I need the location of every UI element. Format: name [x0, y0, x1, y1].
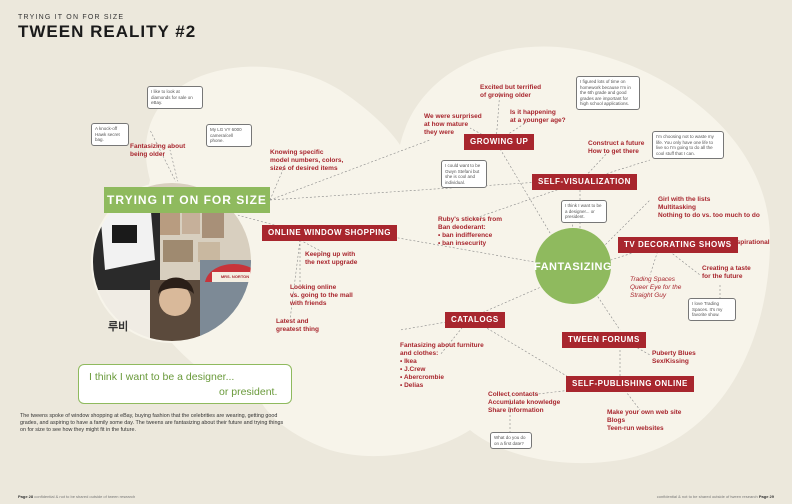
tag-tv-decorating-shows: TV DECORATING SHOWS	[618, 237, 738, 253]
tag-self-publishing-online: SELF-PUBLISHING ONLINE	[566, 376, 694, 392]
featured-quote-box: I think I want to be a designer... or pr…	[78, 364, 292, 404]
footer-left-text: confidential & not to be shared outside …	[34, 494, 136, 499]
tag-self-visualization: SELF-VISUALIZATION	[532, 174, 637, 190]
label-trading-spaces: Trading Spaces Queer Eye for the Straigh…	[630, 276, 682, 299]
label-collect: Collect contacts Accumulate knowledge Sh…	[488, 391, 561, 414]
label-creating-taste: Creating a taste for the future	[702, 265, 751, 280]
quote-bubble-gwyn: I could want to be Gwyn Stefani but she …	[441, 160, 487, 188]
footer-left-page: Page 28	[18, 494, 34, 499]
fantasizing-circle	[535, 228, 611, 304]
quote-bubble-first-date: What do you do on a first date?	[490, 432, 532, 449]
tag-catalogs: CATALOGS	[445, 312, 505, 328]
label-keeping-up: Keeping up with the next upgrade	[305, 251, 358, 266]
trying-it-on-node: TRYING IT ON FOR SIZE	[104, 187, 270, 213]
footer-right-text: confidential & not to be shared outside …	[656, 494, 758, 499]
hat-text: MRS. NORTON	[220, 274, 250, 279]
page-subtitle: TRYING IT ON FOR SIZE	[18, 14, 125, 21]
photo-sign-text: 루비	[108, 321, 129, 333]
label-puberty: Puberty Blues Sex/Kissing	[652, 350, 696, 365]
label-rubys-stickers: Ruby's stickers from Ban deoderant: • ba…	[438, 216, 503, 247]
label-knowing-specific: Knowing specific model numbers, colors, …	[270, 149, 344, 172]
label-surprised: We were surprised at how mature they wer…	[424, 113, 482, 136]
label-fantasizing-furniture: Fantasizing about furniture and clothes:…	[400, 342, 484, 389]
label-construct: Construct a future How to get there	[588, 140, 645, 155]
caption-paragraph: The tweens spoke of window shopping at e…	[20, 413, 284, 433]
tag-tween-forums: TWEEN FORUMS	[562, 332, 646, 348]
tag-online-window-shopping: ONLINE WINDOW SHOPPING	[262, 225, 397, 241]
label-aspirational: Aspirational	[732, 239, 770, 246]
label-looking-online: Looking online vs. going to the mall wit…	[290, 284, 353, 307]
page-title: TWEEN REALITY #2	[18, 22, 197, 41]
footer-right-page: Page 29	[758, 494, 774, 499]
cloud-shape	[140, 46, 770, 464]
fantasizing-node: FANTASIZING	[533, 261, 612, 273]
label-website: Make your own web site Blogs Teen-run we…	[607, 409, 682, 432]
label-latest: Latest and greatest thing	[276, 318, 319, 333]
featured-quote-line2: or president.	[219, 386, 278, 398]
footer-left: Page 28 confidential & not to be shared …	[18, 494, 135, 499]
quote-bubble-one-life: I'm choosing not to waste my life. You o…	[652, 131, 724, 159]
tag-growing-up: GROWING UP	[464, 134, 535, 150]
label-younger-age: Is it happening at a younger age?	[510, 109, 566, 124]
quote-bubble-homework: I figured lots of time on homework becau…	[576, 76, 640, 110]
quote-bubble-camera-phone: My LG VY 6000 camera/cell phone.	[206, 124, 252, 147]
quote-bubble-diamonds: I like to look at diamonds for sale on e…	[147, 86, 203, 109]
footer-right: confidential & not to be shared outside …	[657, 494, 774, 499]
label-girl-lists: Girl with the lists Multitasking Nothing…	[658, 196, 760, 219]
quote-bubble-knockoff: A knock-off Hawk secret bag.	[91, 123, 129, 146]
quote-bubble-designer: I think I want to be a designer... or pr…	[561, 200, 607, 223]
quote-bubble-trading-spaces: I love Trading Spaces. It's my favorite …	[688, 298, 736, 321]
label-fantasizing-older: Fantasizing about being older	[130, 143, 186, 158]
label-excited: Excited but terrified of growing older	[480, 84, 542, 99]
featured-quote-line1: I think I want to be a designer...	[89, 371, 235, 383]
